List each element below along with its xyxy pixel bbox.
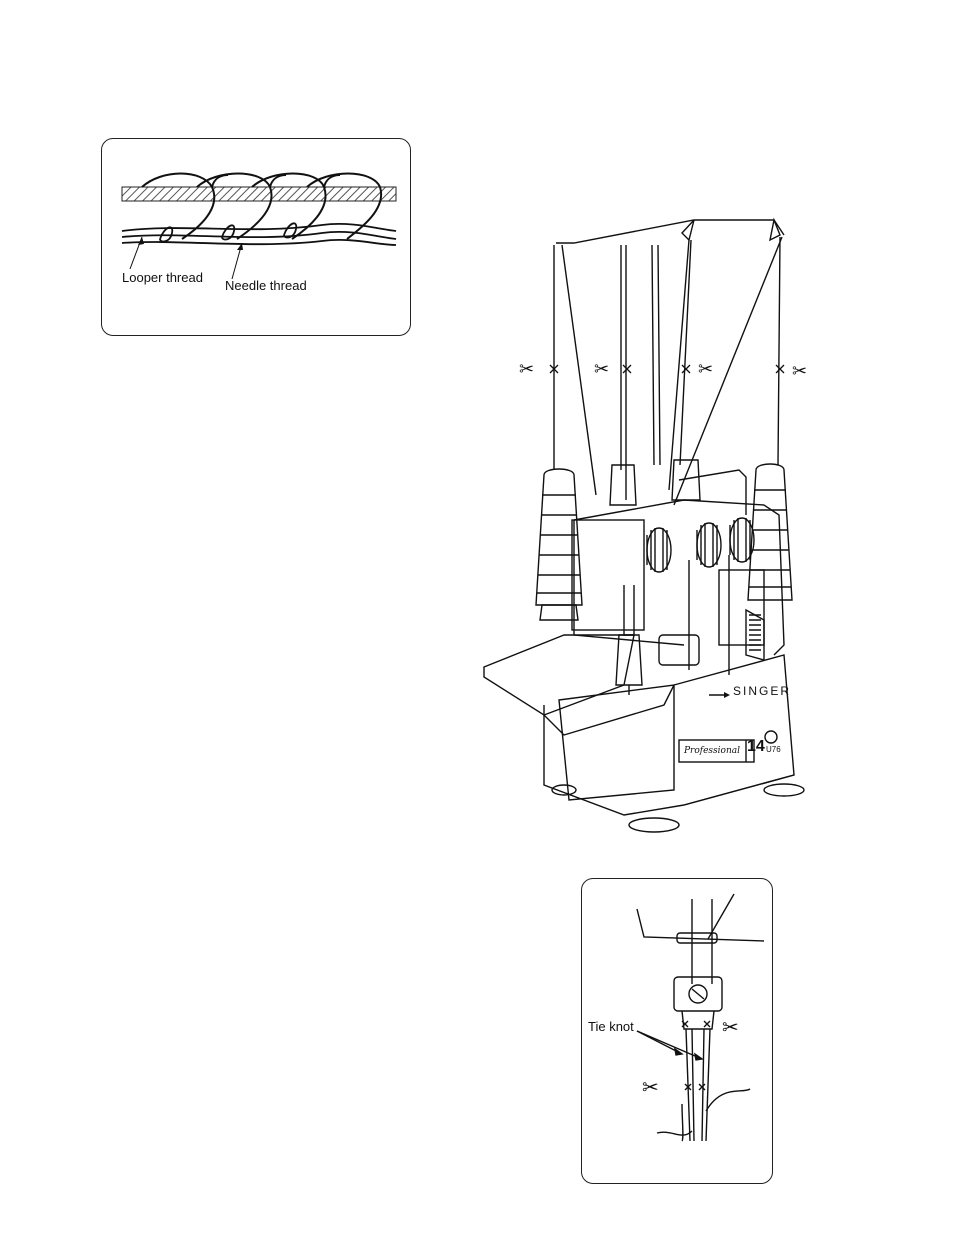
- scissors-icon: ✂: [698, 359, 713, 380]
- scissors-icon: ✂: [642, 1075, 659, 1100]
- fabric-strip: [122, 187, 396, 201]
- scissors-icon: ✂: [594, 359, 609, 380]
- looper-thread-label: Looper thread: [122, 270, 203, 285]
- looper-thread: [122, 224, 396, 231]
- machine-series-script: Professional: [684, 746, 740, 756]
- machine-brand: SINGER: [733, 684, 791, 698]
- stitch-diagram-panel: Looper thread Needle thread: [101, 138, 411, 336]
- needle-tie-knot-panel: Tie knot ✂ ✂: [581, 878, 773, 1184]
- stitch-diagram: [102, 139, 410, 335]
- machine-model-suffix: U76: [766, 745, 781, 754]
- machine-model-badge: 14: [747, 738, 765, 756]
- needle-thread-label: Needle thread: [225, 278, 307, 293]
- scissors-icon: ✂: [722, 1015, 739, 1040]
- cut-marks: [550, 365, 784, 373]
- scissors-icon: ✂: [519, 359, 534, 380]
- tie-knot-label: Tie knot: [588, 1019, 634, 1034]
- serger-machine-illustration: [484, 215, 834, 835]
- needle-thread-loop: [307, 174, 381, 240]
- scissors-icon: ✂: [792, 361, 807, 382]
